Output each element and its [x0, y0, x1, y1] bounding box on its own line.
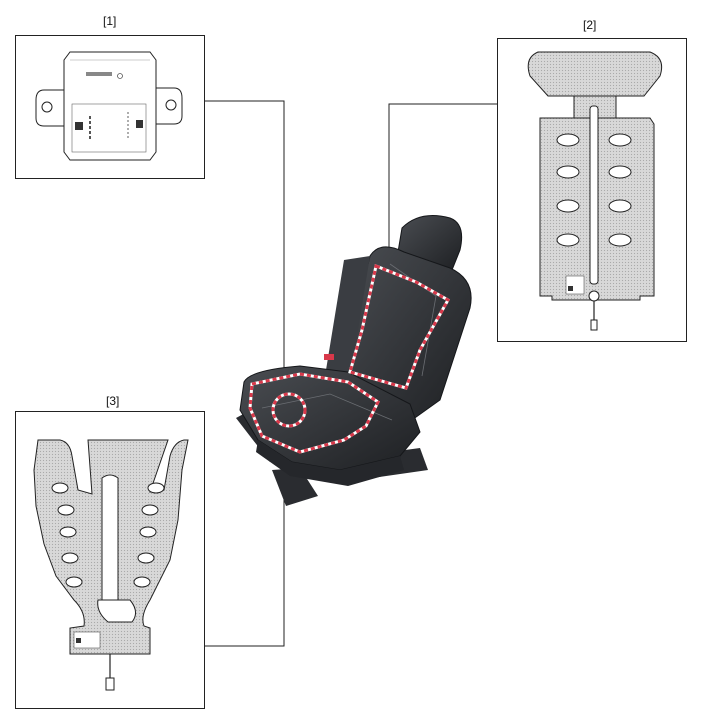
backrest-heater-pad-icon — [527, 51, 663, 331]
heater-control-module-icon — [35, 51, 183, 161]
callout-label-2: [2] — [583, 18, 597, 32]
seat-assembly-icon — [236, 215, 472, 506]
leader-line-1 — [205, 100, 285, 380]
callout-label-3: [3] — [106, 394, 120, 408]
callout-label-1: [1] — [103, 14, 117, 28]
heater-zone-highlights — [248, 263, 451, 454]
leader-line-2 — [388, 103, 497, 265]
cushion-heater-pad-icon — [33, 439, 189, 691]
